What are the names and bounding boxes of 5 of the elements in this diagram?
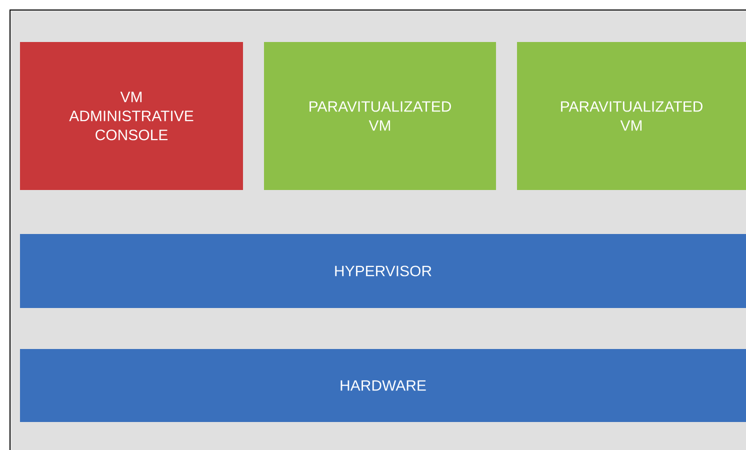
- console-box: VM ADMINISTRATIVE CONSOLE: [20, 42, 243, 190]
- vm-box: PARAVITUALIZATED VM: [264, 42, 496, 190]
- layer-bar: HARDWARE: [20, 349, 746, 422]
- vm-box: PARAVITUALIZATED VM: [517, 42, 746, 190]
- layer-bar: HYPERVISOR: [20, 234, 746, 308]
